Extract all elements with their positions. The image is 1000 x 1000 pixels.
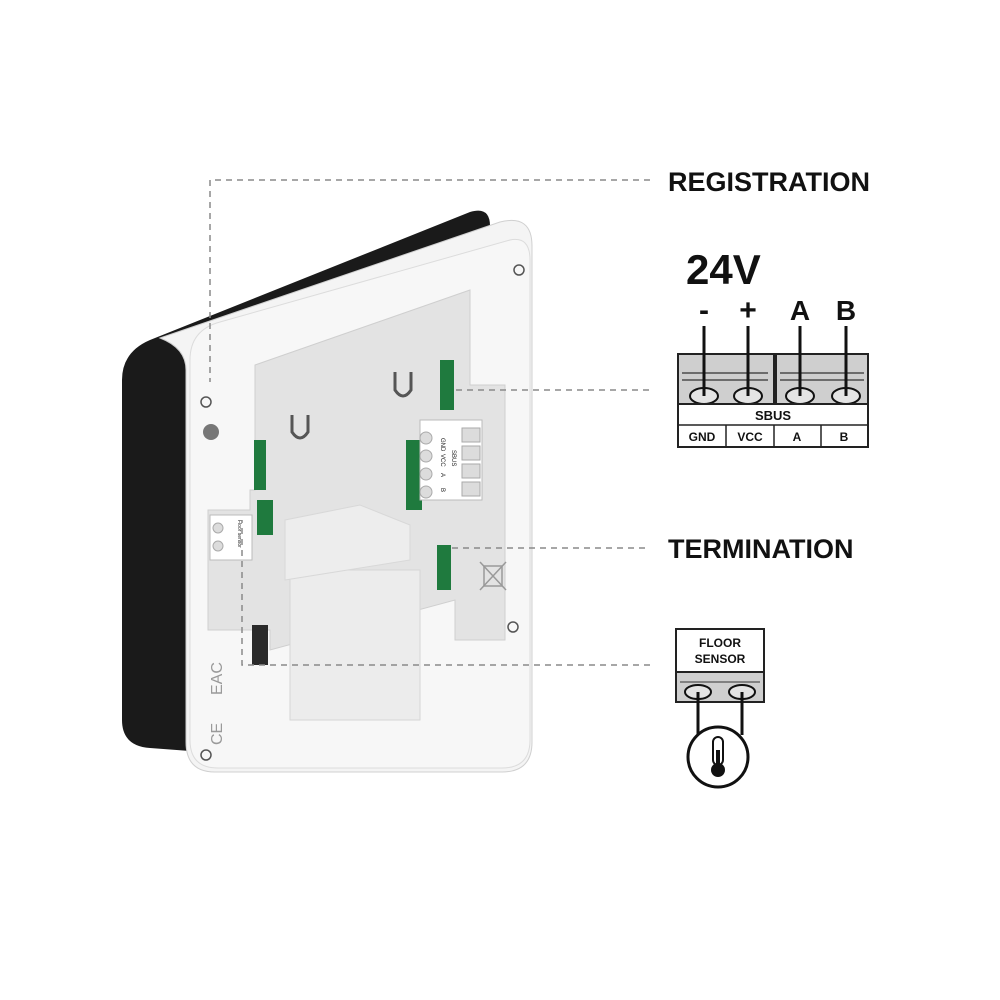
device-sbus-label: SBUS [450, 450, 456, 466]
floor-label: FLOOR [699, 636, 741, 650]
floor-sensor-diagram: FLOOR SENSOR [675, 628, 765, 789]
pin-label-vcc: VCC [737, 430, 763, 444]
registration-button [203, 424, 219, 440]
pin-label-gnd: GND [689, 430, 716, 444]
device-pin-gnd: GND [439, 438, 445, 452]
ce-mark: CE [209, 723, 226, 745]
screw-icons [200, 264, 525, 761]
pin-label-a: A [793, 430, 802, 444]
device-floor-sensor-label: Floor sensor [236, 520, 242, 548]
registration-label: REGISTRATION [668, 167, 870, 197]
sbus-wiring-diagram: 24V - + A B SBUS GND VCC A B [677, 246, 869, 448]
voltage-label: 24V [686, 246, 761, 293]
weee-bin-icon [479, 561, 507, 591]
device-pin-b: B [439, 488, 445, 492]
device-pin-a: A [439, 473, 445, 477]
termination-label: TERMINATION [668, 534, 853, 564]
pin-label-b: B [840, 430, 849, 444]
wire-label-a: A [790, 295, 810, 326]
thermometer-icon [686, 725, 750, 789]
thermostat-device: GND VCC A B SBUS Floor sensor EAC CE [122, 210, 533, 773]
wire-label-minus: - [699, 294, 709, 327]
sensor-label: SENSOR [695, 652, 746, 666]
eac-mark: EAC [209, 662, 226, 695]
leader-lines [209, 179, 650, 666]
sbus-label: SBUS [755, 408, 791, 423]
wire-label-b: B [836, 295, 856, 326]
device-pin-vcc: VCC [439, 454, 445, 467]
wire-label-plus: + [739, 294, 757, 327]
